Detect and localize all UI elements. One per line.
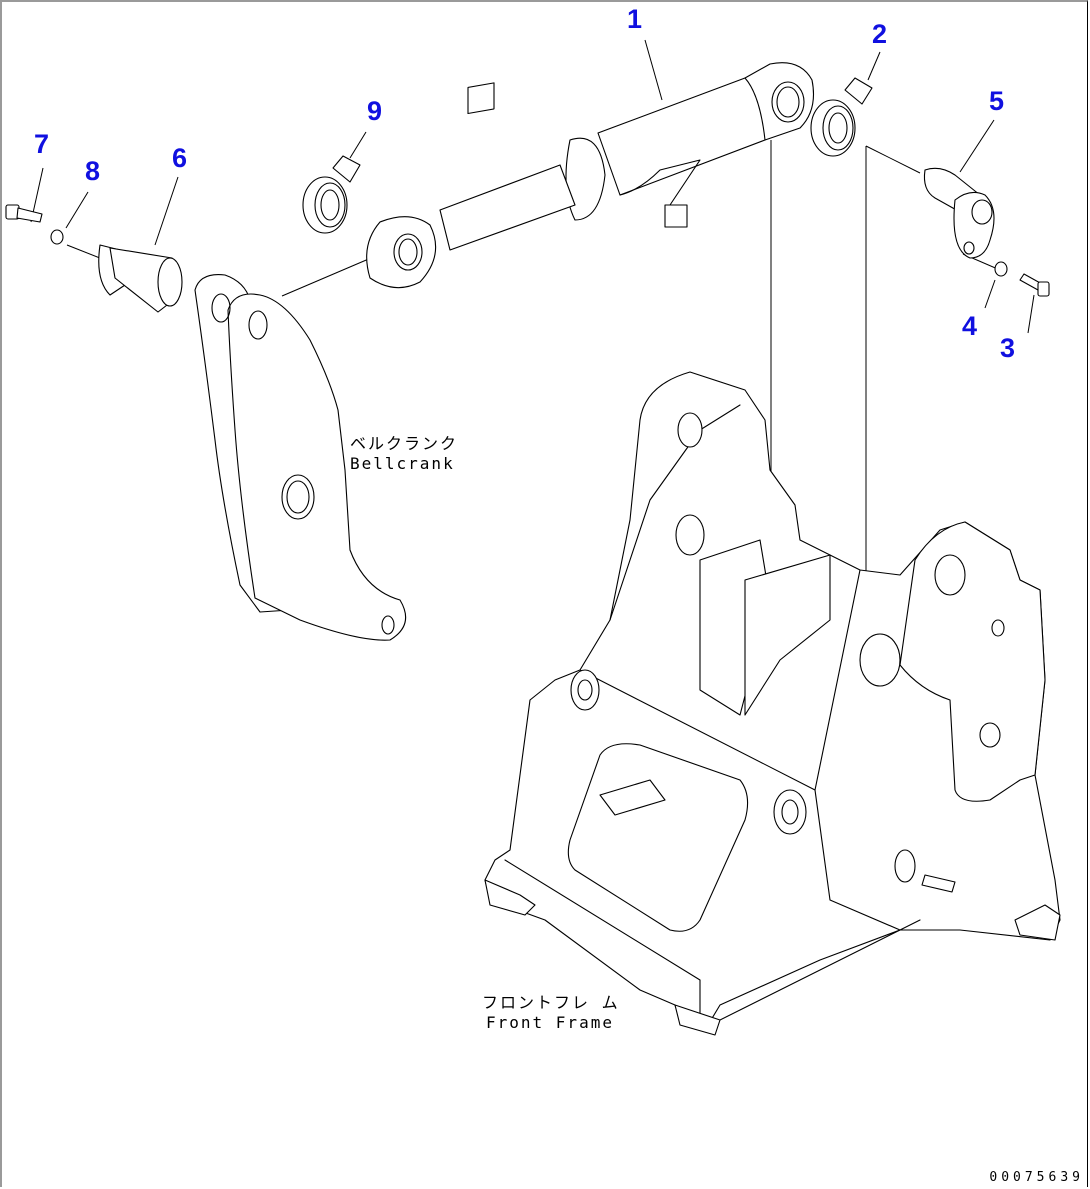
front-frame: [484, 371, 1061, 1036]
callout-4[interactable]: 4: [962, 311, 978, 341]
bellcrank: [194, 274, 407, 641]
hydraulic-cylinder: [366, 62, 815, 289]
callout-6[interactable]: 6: [172, 143, 188, 173]
pin-5: [923, 167, 995, 259]
callout-3[interactable]: 3: [1000, 333, 1016, 363]
leader-lines: [30, 39, 1035, 600]
front-frame-label-jp: フロントフレ ム: [482, 993, 620, 1012]
bolt-3: [1019, 273, 1050, 297]
washer-8: [50, 229, 64, 245]
front-frame-label-en: Front Frame: [486, 1013, 614, 1032]
document-number: 00075639: [989, 1170, 1084, 1185]
bellcrank-label-en: Bellcrank: [350, 454, 455, 473]
spacer-ring-9: [302, 155, 361, 234]
callout-1[interactable]: 1: [627, 4, 643, 34]
callout-2[interactable]: 2: [872, 19, 888, 49]
spacer-ring-2: [810, 77, 873, 157]
callout-5[interactable]: 5: [989, 86, 1005, 116]
bolt-7: [5, 204, 43, 223]
bellcrank-label-jp: ベルクランク: [350, 434, 459, 453]
callout-7[interactable]: 7: [34, 129, 50, 159]
pin-6: [98, 244, 183, 313]
washer-4: [994, 261, 1008, 277]
callout-9[interactable]: 9: [367, 96, 383, 126]
callout-8[interactable]: 8: [85, 156, 101, 186]
